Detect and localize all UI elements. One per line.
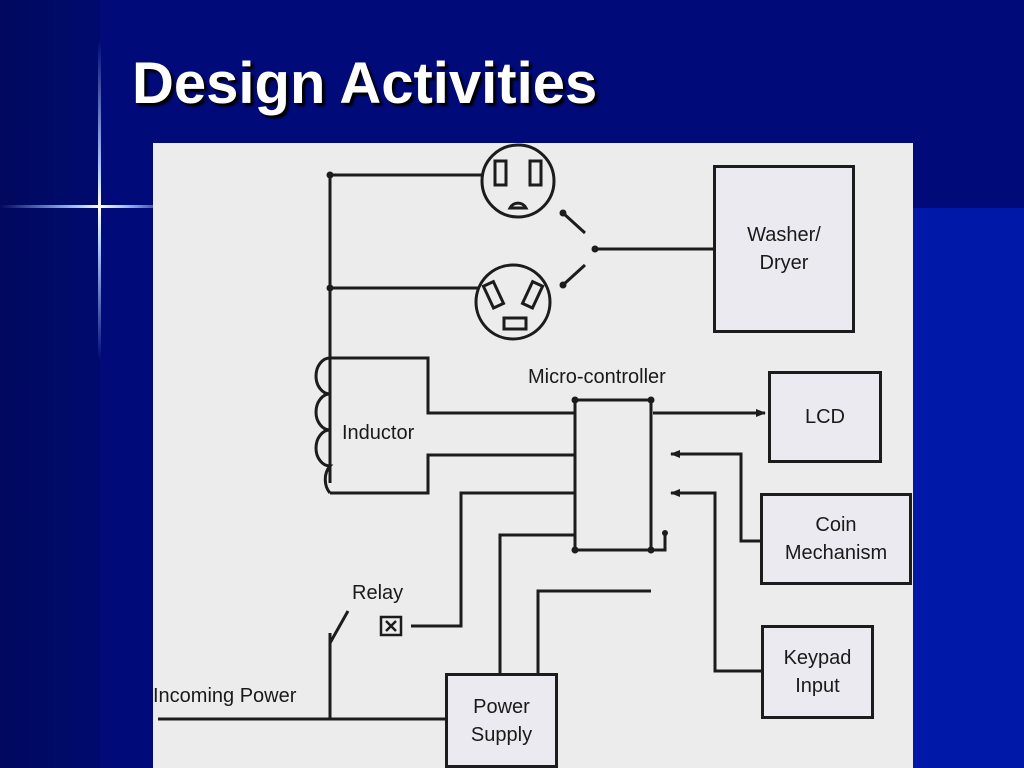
power-supply-wire-b — [536, 589, 651, 673]
junction-dots — [326, 171, 668, 554]
microcontroller-chip — [573, 398, 653, 552]
outlet-socket-bottom — [474, 263, 552, 341]
relay-contact — [328, 610, 350, 644]
slide-title: Design Activities — [132, 51, 598, 116]
coin-mechanism-block: Coin Mechanism — [760, 493, 912, 585]
inductor-bottom-wire — [330, 453, 575, 495]
lcd-block: LCD — [768, 371, 882, 463]
incoming-power-label: Incoming Power — [153, 685, 297, 707]
micro-controller-label: Micro-controller — [528, 366, 666, 388]
keypad-wire — [670, 489, 761, 673]
switch-arm-top — [561, 211, 587, 235]
relay-coil — [379, 615, 403, 637]
switch-arm-bottom — [561, 263, 587, 287]
relay-control-wire — [411, 491, 575, 628]
washer-dryer-block: Washer/ Dryer — [713, 165, 855, 333]
power-supply-wire-a — [498, 533, 575, 673]
sparkle-vertical — [98, 40, 101, 360]
inductor-label: Inductor — [342, 422, 415, 444]
inductor-coil — [314, 356, 334, 494]
right-accent-band — [913, 208, 1024, 768]
outlet-socket-top — [480, 143, 556, 219]
block-diagram: Washer/ Dryer LCD Coin Mechanism Keypad … — [153, 143, 913, 768]
relay-label: Relay — [352, 582, 404, 604]
wiring-diagram — [158, 143, 766, 721]
left-band — [0, 0, 100, 768]
keypad-input-block: Keypad Input — [761, 625, 874, 719]
sparkle-horizontal — [0, 205, 175, 208]
coin-mechanism-wire — [670, 450, 761, 543]
power-supply-block: Power Supply — [445, 673, 558, 768]
inductor-top-wire — [330, 356, 575, 415]
